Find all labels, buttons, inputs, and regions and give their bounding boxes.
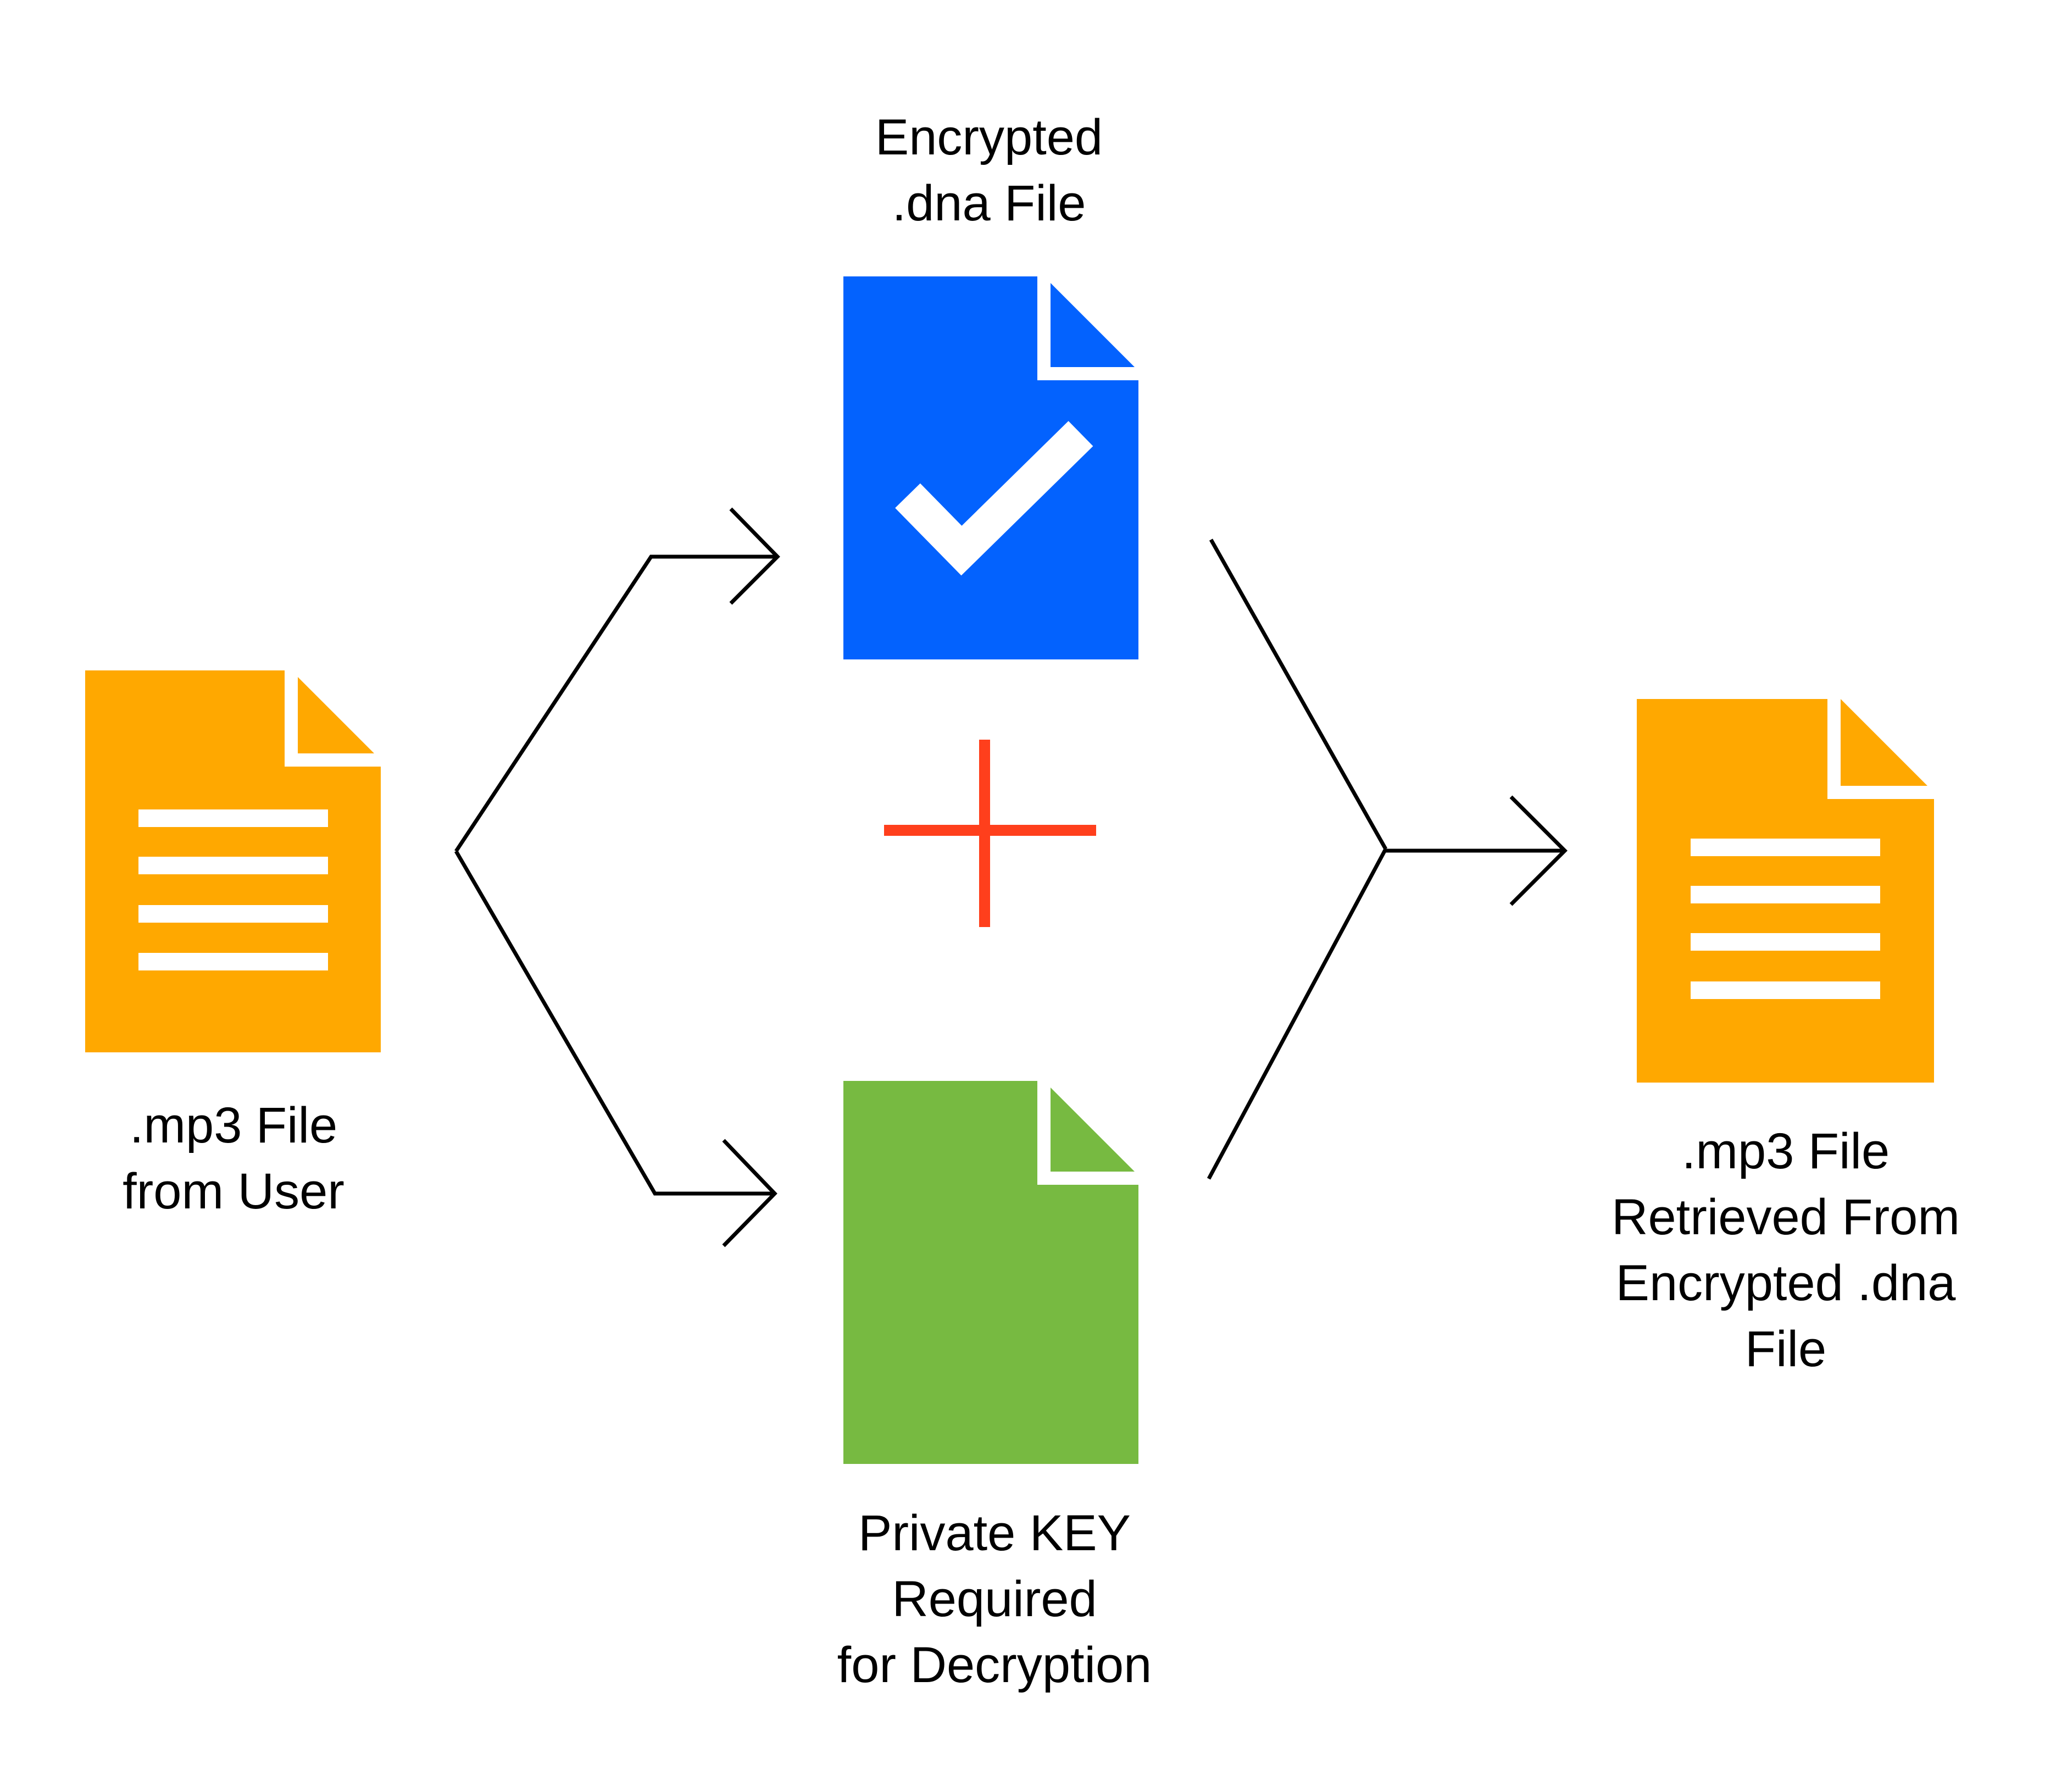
source-label-line-1: .mp3 File: [129, 1097, 338, 1153]
result-label-line-1: .mp3 File: [1681, 1123, 1890, 1179]
arrow-to-encrypted-head: [729, 507, 780, 605]
result-label-line-3: Encrypted .dna: [1615, 1255, 1956, 1311]
result-file-icon: [1637, 699, 1934, 1083]
key-file-icon: [843, 1081, 1138, 1464]
encrypted-file-fold: [1037, 276, 1138, 380]
key-file-fold: [1037, 1081, 1138, 1185]
arrow-to-result-head: [1509, 795, 1568, 906]
arrow-to-encrypted-line: [454, 554, 777, 852]
encrypted-label-line-1: Encrypted: [875, 109, 1103, 165]
merge-arrows: [1207, 539, 1568, 1180]
encrypted-label-line-2: .dna File: [892, 175, 1086, 231]
key-label-line-3: for Decryption: [837, 1637, 1152, 1693]
key-label-line-1: Private KEY: [858, 1505, 1131, 1561]
merge-line-from-key: [1207, 848, 1388, 1180]
result-label-line-2: Retrieved From: [1612, 1189, 1960, 1245]
source-file-label: .mp3 File from User: [52, 1092, 415, 1224]
encrypted-file-icon: [843, 276, 1138, 659]
source-file-lines: [138, 809, 328, 970]
arrow-to-key-line: [454, 850, 775, 1196]
result-label-line-4: File: [1744, 1321, 1827, 1377]
source-label-line-2: from User: [123, 1163, 344, 1219]
result-file-lines: [1691, 839, 1880, 999]
encrypted-file-label: Encrypted .dna File: [813, 104, 1165, 236]
merge-line-from-encrypted: [1209, 539, 1388, 850]
source-file-icon: [85, 670, 381, 1052]
arrow-to-key-head: [722, 1139, 777, 1247]
source-file-fold: [285, 670, 381, 767]
key-file-label: Private KEY Required for Decryption: [780, 1500, 1209, 1698]
plus-icon: [884, 740, 1096, 927]
encrypted-file-body: [843, 276, 1138, 659]
key-label-line-2: Required: [892, 1571, 1097, 1627]
result-file-label: .mp3 File Retrieved From Encrypted .dna …: [1566, 1118, 2005, 1382]
checkmark-icon: [895, 421, 1093, 576]
result-file-fold: [1827, 699, 1934, 799]
split-arrows: [454, 507, 780, 1247]
key-file-body: [843, 1081, 1138, 1464]
